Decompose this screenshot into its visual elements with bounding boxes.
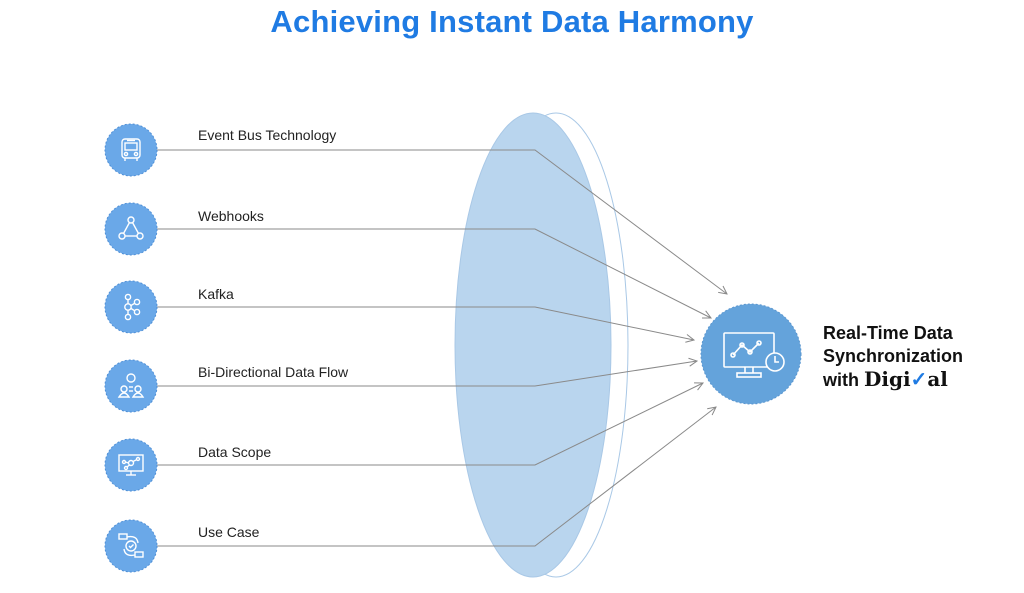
item-label: Data Scope — [198, 444, 272, 460]
lens — [454, 112, 612, 578]
result-circle — [700, 303, 802, 405]
icon-circle — [104, 359, 158, 413]
icon-circle — [104, 280, 158, 334]
gear-process-icon — [118, 533, 144, 558]
digival-logo: Digi✓al — [864, 367, 948, 391]
kafka-icon — [124, 293, 141, 321]
connector-arrow — [157, 149, 727, 294]
icon-circle — [104, 519, 158, 573]
connector-arrow — [157, 306, 694, 340]
item-label: Bi-Directional Data Flow — [198, 364, 349, 380]
people-exchange-icon — [117, 373, 145, 398]
monitor-network-icon — [118, 454, 144, 476]
connector-arrow — [157, 228, 711, 318]
icon-circle — [104, 123, 158, 177]
webhook-icon — [118, 216, 144, 240]
bus-icon — [121, 138, 141, 161]
item-label: Kafka — [198, 286, 234, 302]
connector-arrow — [157, 383, 703, 466]
result-line-1: Real-Time Data — [823, 323, 953, 343]
monitor-chart-clock-icon — [723, 332, 785, 378]
result-line-2: Synchronization — [823, 346, 964, 366]
item-label: Event Bus Technology — [198, 127, 337, 143]
result-text: Real-Time Data Synchronization with Digi… — [823, 322, 963, 392]
page-title: Achieving Instant Data Harmony — [270, 4, 754, 39]
icon-circle — [104, 438, 158, 492]
icon-circle — [104, 202, 158, 256]
connector-arrow — [157, 361, 697, 387]
result-line-3: with — [823, 370, 859, 390]
item-label: Use Case — [198, 524, 260, 540]
connector-arrow — [157, 407, 716, 547]
item-label: Webhooks — [198, 208, 264, 224]
